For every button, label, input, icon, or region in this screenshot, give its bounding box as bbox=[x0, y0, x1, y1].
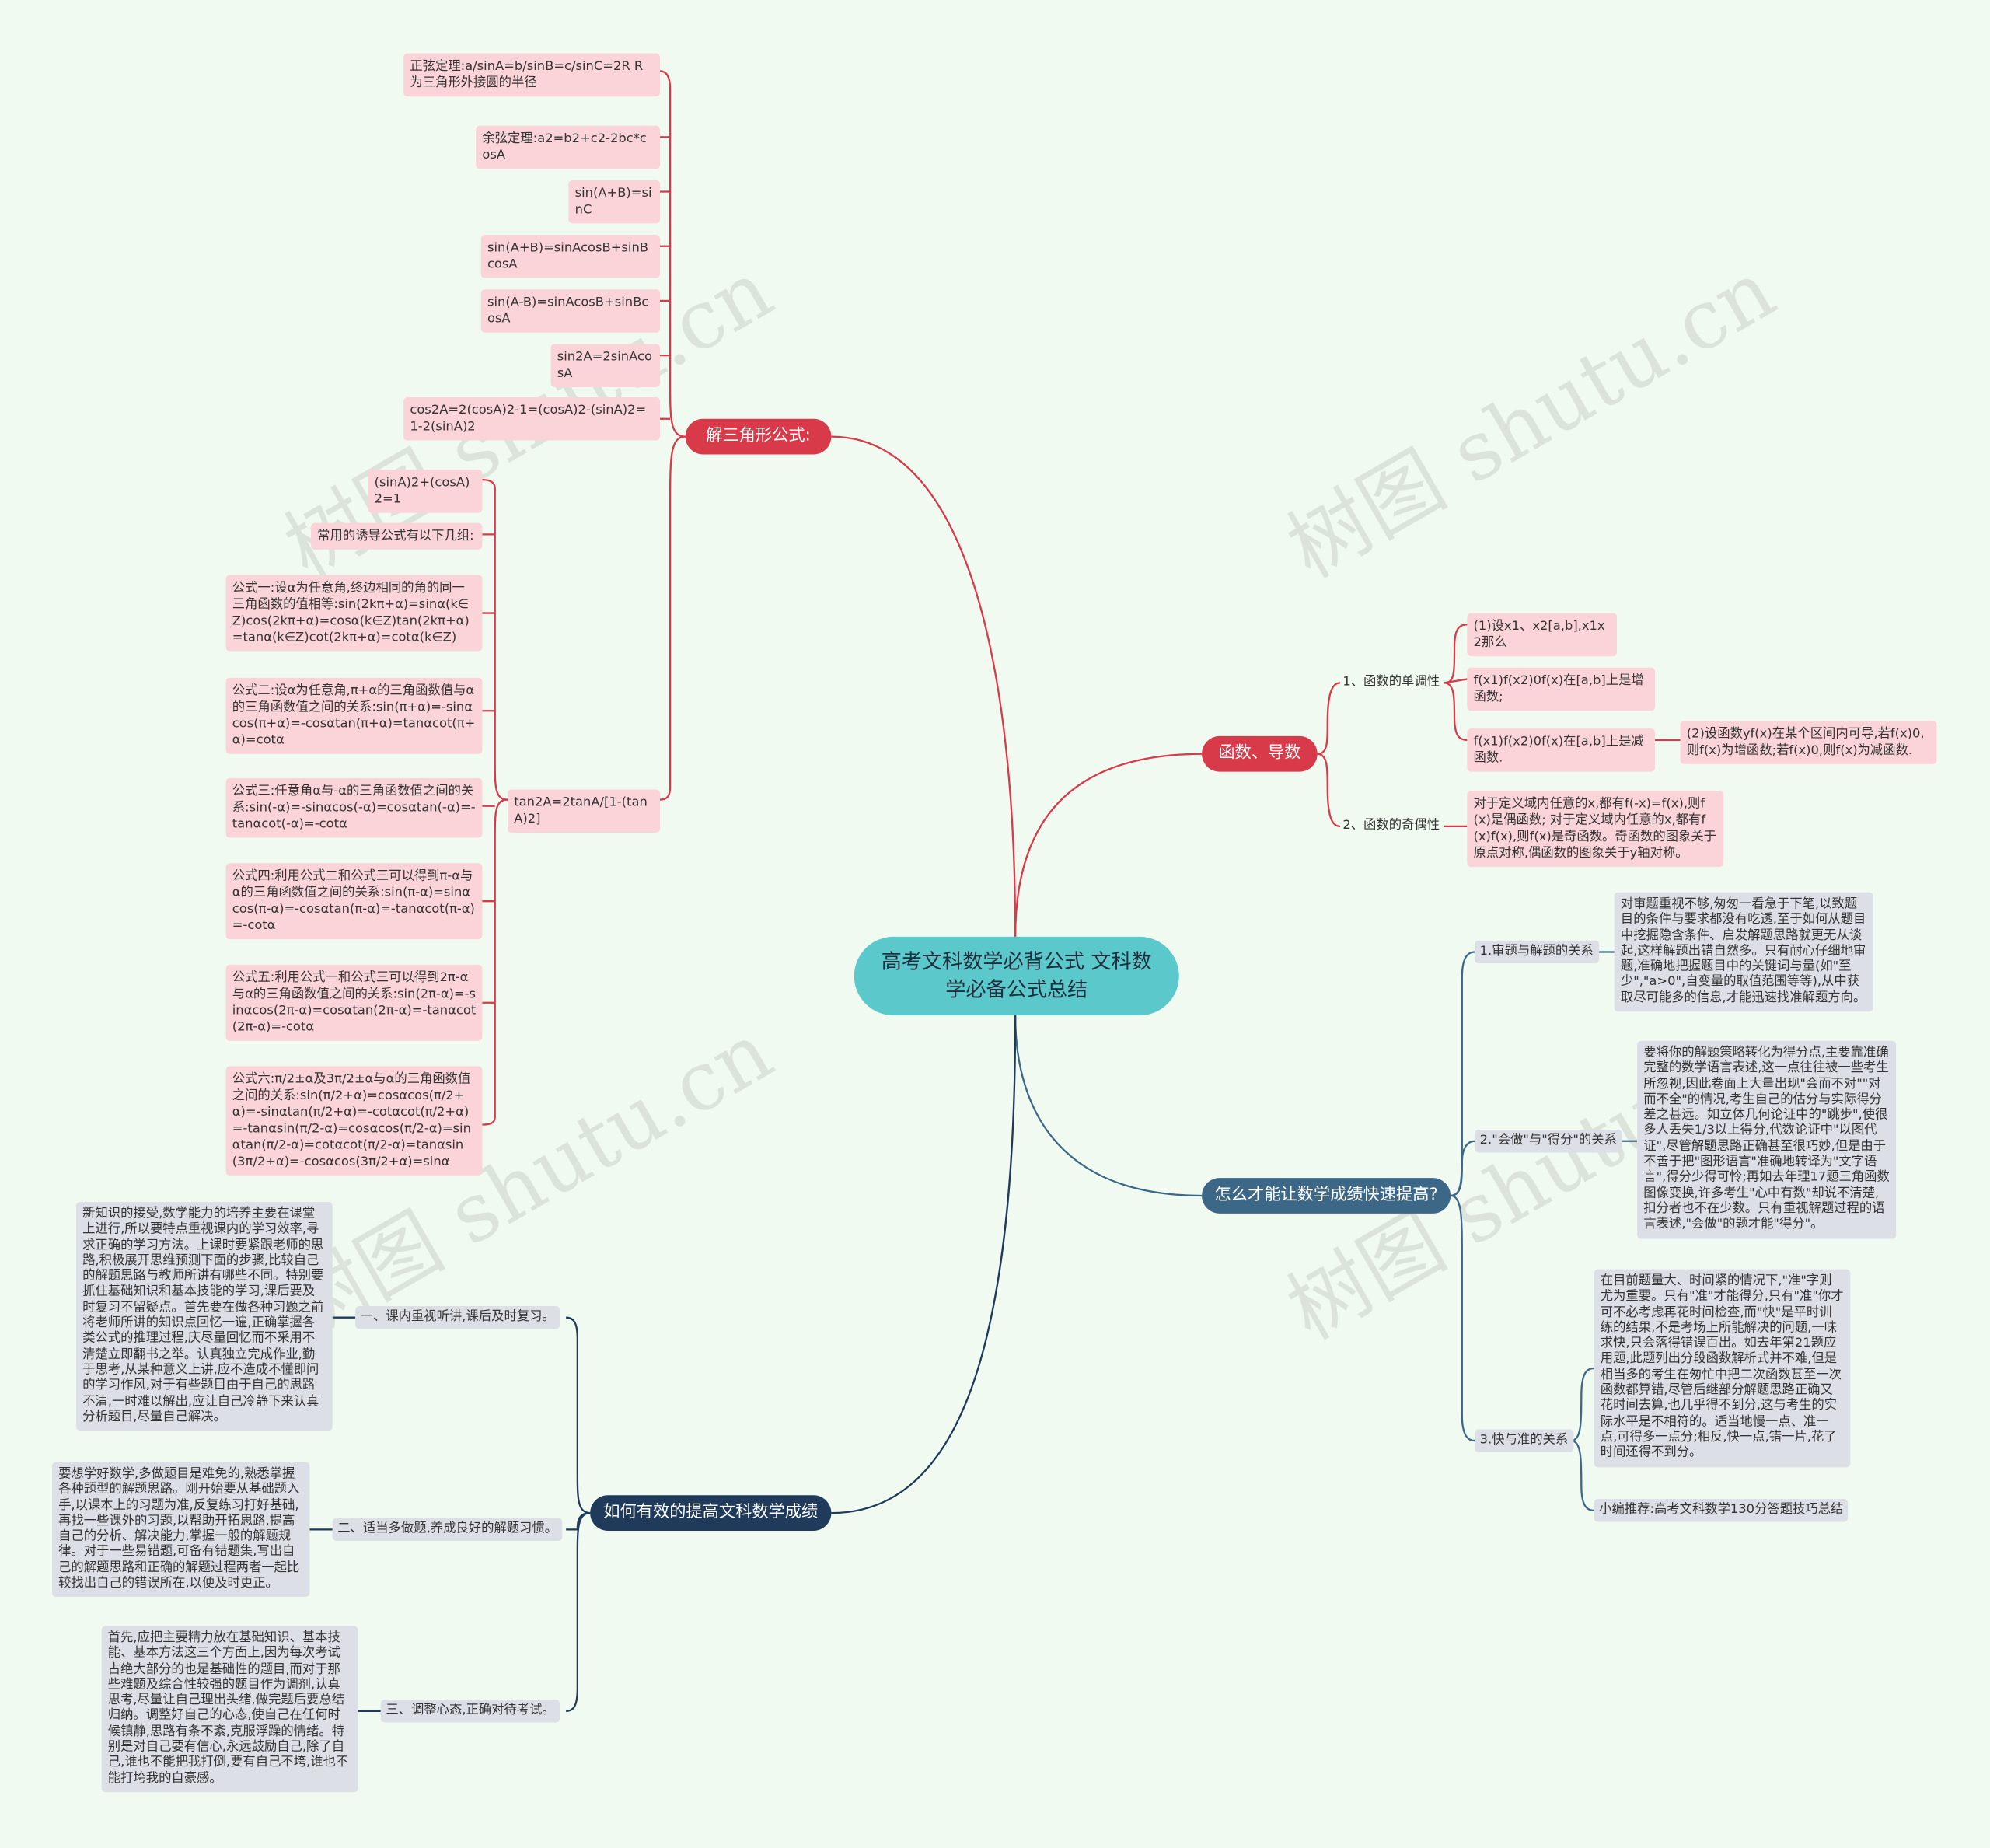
branch-effective-improvement[interactable]: 如何有效的提高文科数学成绩 bbox=[590, 1495, 832, 1531]
node-formula-4[interactable]: 公式四:利用公式二和公式三可以得到π-α与α的三角函数值之间的关系:sin(π-… bbox=[225, 863, 483, 940]
branch-triangle-formulas[interactable]: 解三角形公式: bbox=[685, 418, 832, 455]
node-monotonic-increasing[interactable]: f(x1)f(x2)0f(x)在[a,b]上是增函数; bbox=[1467, 667, 1655, 711]
node-derivative-monotonic[interactable]: (2)设函数yf(x)在某个区间内可导,若f(x)0,则f(x)为增函数;若f(… bbox=[1680, 721, 1937, 764]
node-cos-double-angle[interactable]: cos2A=2(cosA)2-1=(cosA)2-(sinA)2=1-2(sin… bbox=[403, 397, 660, 441]
node-formula-5[interactable]: 公式五:利用公式一和公式三可以得到2π-α与α的三角函数值之间的关系:sin(2… bbox=[225, 964, 483, 1041]
node-listen-detail[interactable]: 新知识的接受,数学能力的培养主要在课堂上进行,所以要特点重视课内的学习效率,寻求… bbox=[75, 1202, 333, 1431]
node-monotonic-decreasing[interactable]: f(x1)f(x2)0f(x)在[a,b]上是减函数. bbox=[1467, 728, 1655, 772]
node-formula-2[interactable]: 公式二:设α为任意角,π+α的三角函数值与α的三角函数值之间的关系:sin(π+… bbox=[225, 677, 483, 754]
node-formula-1[interactable]: 公式一:设α为任意角,终边相同的角的同一三角函数的值相等:sin(2kπ+α)=… bbox=[225, 575, 483, 652]
branch-functions-derivatives[interactable]: 函数、导数 bbox=[1202, 735, 1318, 772]
node-reduction-intro[interactable]: 常用的诱导公式有以下几组: bbox=[310, 522, 483, 550]
node-mindset-exam[interactable]: 三、调整心态,正确对待考试。 bbox=[380, 1700, 560, 1723]
node-sin-a-plus-b[interactable]: sin(A+B)=sinC bbox=[568, 180, 660, 224]
node-formula-6[interactable]: 公式六:π/2±α及3π/2±α与α的三角函数值之间的关系:sin(π/2+α)… bbox=[225, 1066, 483, 1176]
node-editor-recommend[interactable]: 小编推荐:高考文科数学130分答题技巧总结 bbox=[1594, 1499, 1849, 1522]
node-formula-3[interactable]: 公式三:任意角α与-α的三角函数值之间的关系:sin(-α)=-sinαcos(… bbox=[225, 777, 483, 838]
node-mindset-detail[interactable]: 首先,应把主要精力放在基础知识、基本技能、基本方法这三个方面上,因为每次考试占绝… bbox=[101, 1626, 358, 1793]
node-tan-double-angle[interactable]: tan2A=2tanA/[1-(tanA)2] bbox=[508, 789, 660, 833]
node-listen-review[interactable]: 一、课内重视听讲,课后及时复习。 bbox=[355, 1305, 560, 1329]
node-can-do-detail[interactable]: 要将你的解题策略转化为得分点,主要靠准确完整的数学语言表述,这一点往往被一些考生… bbox=[1637, 1040, 1897, 1238]
node-monotonicity[interactable]: 1、函数的单调性 bbox=[1342, 675, 1440, 690]
central-topic[interactable]: 高考文科数学必背公式 文科数学必备公式总结 bbox=[854, 936, 1179, 1016]
node-cosine-law[interactable]: 余弦定理:a2=b2+c2-2bc*cosA bbox=[476, 125, 660, 169]
node-speed-vs-accuracy[interactable]: 3.快与准的关系 bbox=[1475, 1429, 1573, 1452]
node-practice-habits[interactable]: 二、适当多做题,养成良好的解题习惯。 bbox=[332, 1518, 563, 1542]
node-can-do-vs-score[interactable]: 2."会做"与"得分"的关系 bbox=[1475, 1130, 1622, 1153]
node-speed-detail[interactable]: 在目前题量大、时间紧的情况下,"准"字则尤为重要。只有"准"才能得分,只有"准"… bbox=[1594, 1269, 1851, 1467]
node-practice-detail[interactable]: 要想学好数学,多做题目是难免的,熟悉掌握各种题型的解题思路。刚开始要从基础题入手… bbox=[51, 1462, 310, 1598]
branch-improve-quickly[interactable]: 怎么才能让数学成绩快速提高? bbox=[1202, 1178, 1451, 1214]
node-reading-detail[interactable]: 对审题重视不够,匆匆一看急于下笔,以致题目的条件与要求都没有吃透,至于如何从题目… bbox=[1614, 892, 1873, 1012]
node-monotonic-1[interactable]: (1)设x1、x2[a,b],x1x2那么 bbox=[1467, 613, 1617, 657]
node-parity[interactable]: 2、函数的奇偶性 bbox=[1342, 819, 1440, 833]
node-sin-double-angle[interactable]: sin2A=2sinAcosA bbox=[550, 344, 660, 387]
node-sin-diff-formula[interactable]: sin(A-B)=sinAcosB+sinBcosA bbox=[480, 289, 660, 333]
node-parity-detail[interactable]: 对于定义域内任意的x,都有f(-x)=f(x),则f(x)是偶函数; 对于定义域… bbox=[1467, 791, 1724, 868]
node-pythagorean-identity[interactable]: (sinA)2+(cosA)2=1 bbox=[368, 470, 483, 513]
node-sin-sum-formula[interactable]: sin(A+B)=sinAcosB+sinBcosA bbox=[480, 235, 660, 278]
node-reading-vs-solving[interactable]: 1.审题与解题的关系 bbox=[1475, 940, 1599, 964]
node-sine-law[interactable]: 正弦定理:a/sinA=b/sinB=c/sinC=2R R为三角形外接圆的半径 bbox=[403, 53, 660, 97]
